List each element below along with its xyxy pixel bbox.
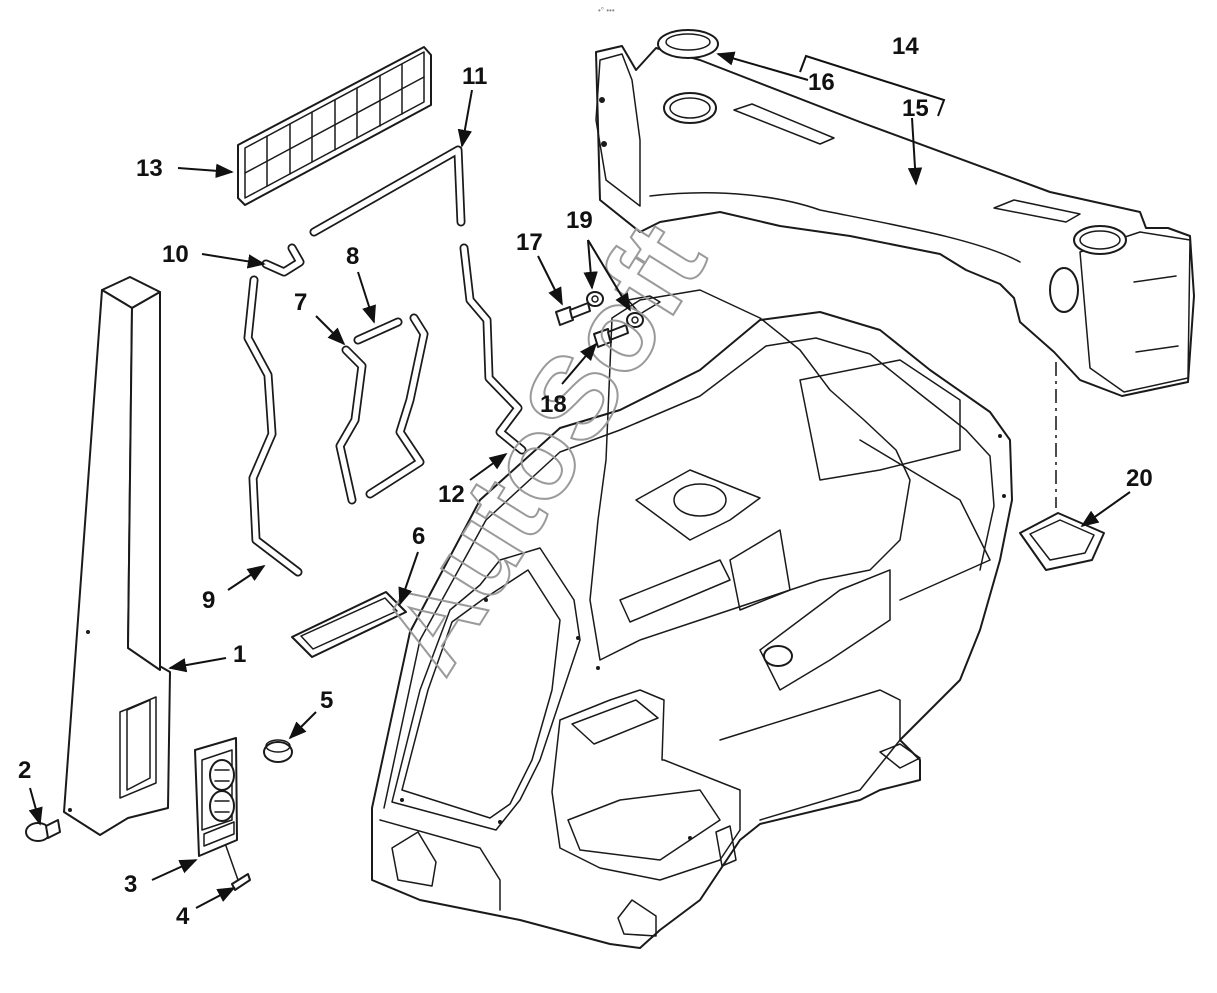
part-11-tube bbox=[309, 145, 466, 237]
cab-shell bbox=[371, 289, 1013, 949]
leader-11 bbox=[457, 89, 473, 148]
callout-5: 5 bbox=[320, 687, 333, 714]
callout-16: 16 bbox=[808, 69, 835, 96]
callout-20: 20 bbox=[1126, 465, 1153, 492]
part-19-washers bbox=[586, 291, 644, 328]
callout-10: 10 bbox=[162, 241, 189, 268]
leader-9 bbox=[227, 565, 266, 591]
callout-4: 4 bbox=[176, 903, 190, 930]
top-marker: •° ••• bbox=[598, 6, 615, 15]
part-8-tube bbox=[353, 317, 403, 345]
part-16-plug bbox=[657, 29, 719, 59]
callout-7: 7 bbox=[294, 289, 307, 316]
part-5-grommet bbox=[263, 739, 293, 763]
leader-13 bbox=[177, 163, 234, 178]
leader-5 bbox=[288, 711, 317, 740]
callout-8: 8 bbox=[346, 243, 359, 270]
leader-1 bbox=[168, 657, 227, 673]
callout-13: 13 bbox=[136, 155, 163, 182]
callout-1: 1 bbox=[233, 641, 246, 668]
callout-9: 9 bbox=[202, 587, 215, 614]
callout-11: 11 bbox=[462, 63, 487, 90]
callout-18: 18 bbox=[540, 391, 567, 418]
part-6-seal bbox=[291, 591, 407, 658]
leader-16 bbox=[716, 51, 809, 81]
callout-15: 15 bbox=[902, 95, 929, 122]
part-1-pillar-trim bbox=[63, 276, 171, 836]
part-13-filter-grid bbox=[237, 46, 432, 206]
leader-12 bbox=[469, 452, 508, 481]
part-15-cross-member bbox=[595, 45, 1195, 397]
callout-17: 17 bbox=[516, 229, 543, 256]
part-3-switch-panel bbox=[194, 737, 238, 857]
part-10-tube bbox=[261, 243, 305, 277]
part-7-tube bbox=[335, 313, 429, 505]
part-9-tube bbox=[243, 275, 303, 577]
part-4-screw bbox=[225, 845, 251, 891]
callout-leaders bbox=[28, 51, 1131, 909]
part-17-bolt bbox=[555, 302, 591, 326]
leader-20 bbox=[1080, 491, 1131, 528]
callout-labels: 1 2 3 4 5 6 7 8 9 10 11 12 13 14 15 16 1… bbox=[18, 33, 1153, 930]
leader-2 bbox=[28, 787, 43, 826]
leader-7 bbox=[315, 315, 346, 346]
leader-19a bbox=[583, 239, 598, 290]
part-20-seal bbox=[1019, 512, 1105, 571]
leader-3 bbox=[151, 859, 198, 881]
callout-2: 2 bbox=[18, 757, 31, 784]
part-12-tube bbox=[459, 243, 527, 455]
leader-8 bbox=[357, 271, 376, 324]
callout-6: 6 bbox=[412, 523, 425, 550]
leader-6 bbox=[398, 551, 419, 606]
callout-14: 14 bbox=[892, 33, 919, 60]
leader-4 bbox=[195, 887, 236, 909]
callout-19: 19 bbox=[566, 207, 593, 234]
leader-18 bbox=[561, 342, 598, 385]
leader-10 bbox=[201, 253, 266, 269]
leader-15 bbox=[907, 117, 923, 186]
callout-3: 3 bbox=[124, 871, 137, 898]
leader-14 bbox=[799, 54, 946, 117]
leader-17 bbox=[537, 255, 563, 306]
callout-12: 12 bbox=[438, 481, 465, 508]
part-2-clip bbox=[25, 819, 61, 842]
leader-19b bbox=[587, 239, 631, 312]
